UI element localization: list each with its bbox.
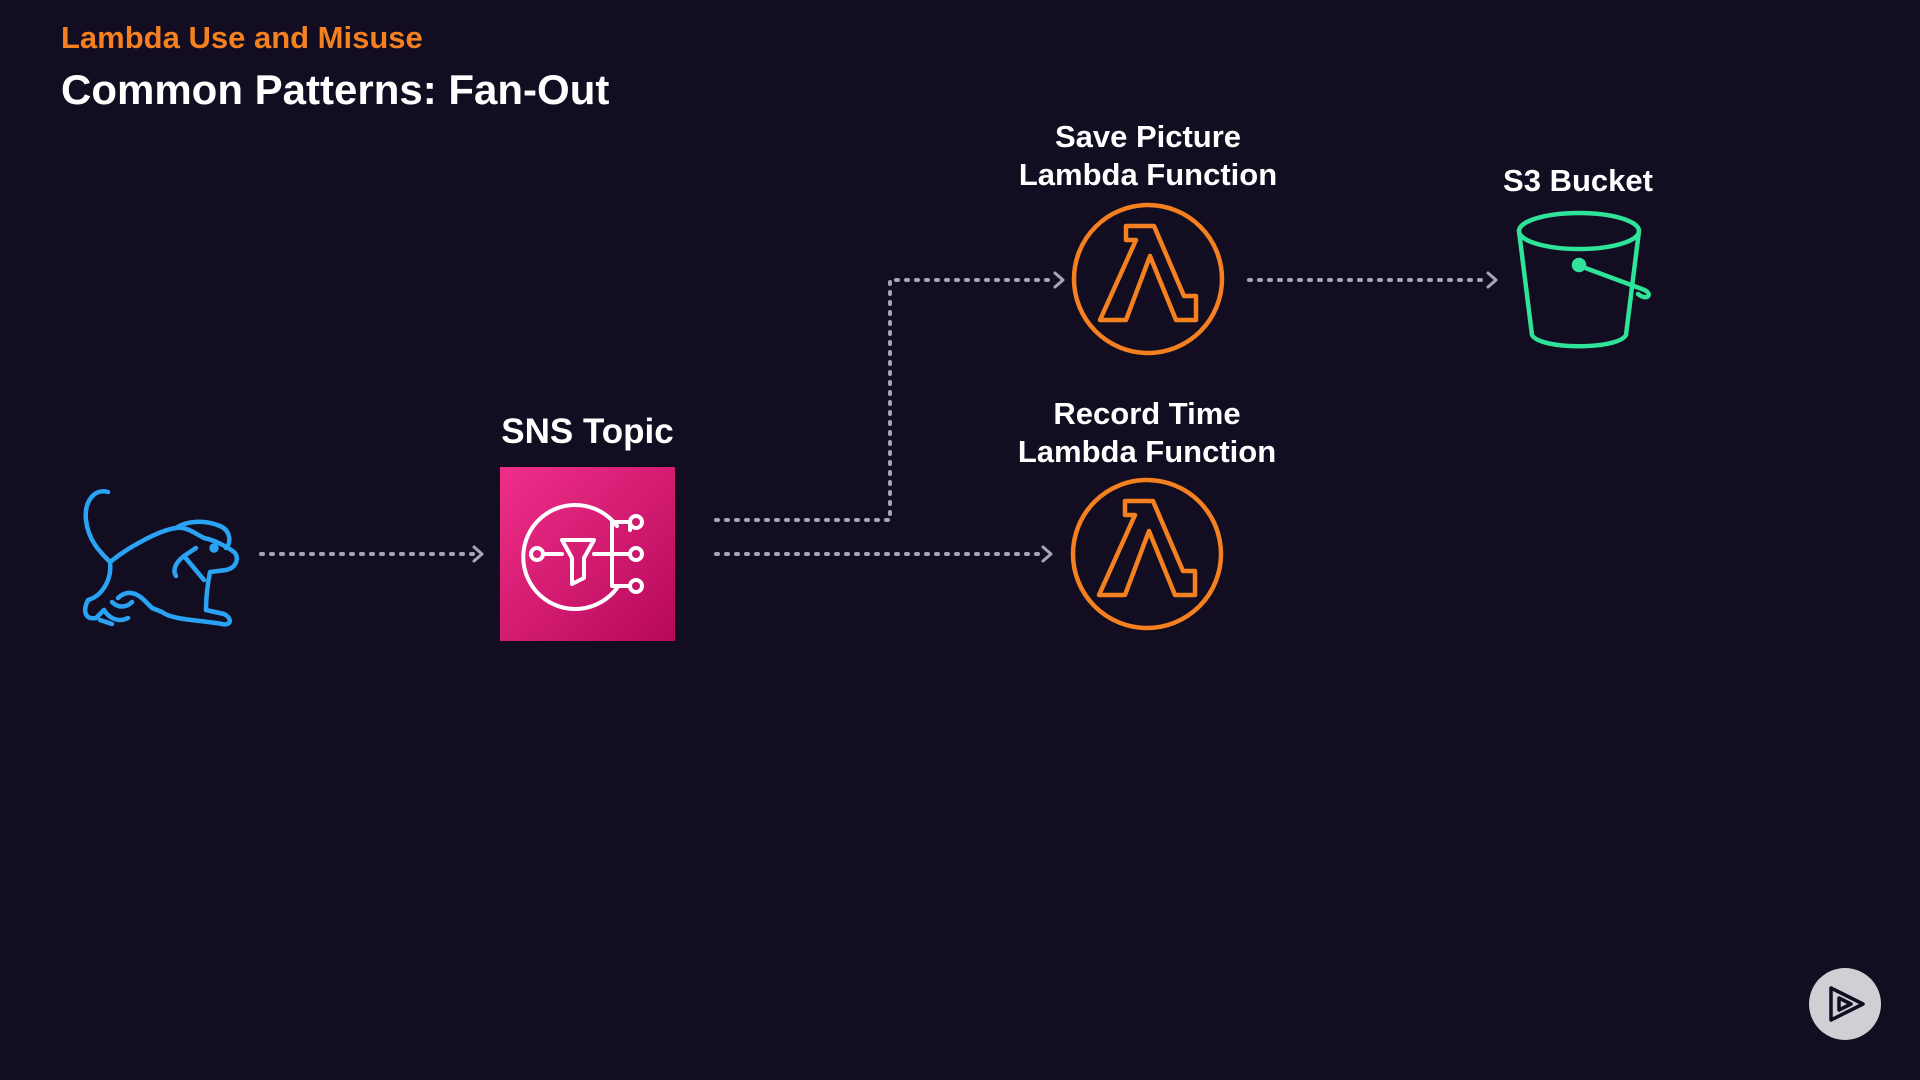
save-picture-label: Save Picture Lambda Function: [988, 118, 1308, 194]
sns-topic-icon: [500, 467, 675, 641]
save-picture-label-line1: Save Picture: [1054, 119, 1242, 154]
connectors: [259, 278, 1490, 556]
sns-topic-label: SNS Topic: [501, 412, 674, 451]
arrowhead-save-picture: [1053, 271, 1065, 289]
save-picture-label-line2: Lambda Function: [1018, 157, 1278, 192]
play-logo-icon: [1829, 986, 1865, 1022]
arrowheads: [472, 271, 1498, 563]
record-time-label-line1: Record Time: [1053, 396, 1241, 431]
slide-title: Common Patterns: Fan-Out: [61, 66, 610, 113]
record-time-label-line2: Lambda Function: [1017, 434, 1277, 469]
s3-bucket-label: S3 Bucket: [1503, 163, 1653, 198]
s3-bucket-icon: [1516, 210, 1651, 349]
course-title: Lambda Use and Misuse: [61, 20, 423, 55]
arrowhead-s3: [1486, 271, 1498, 289]
dog-icon: [83, 489, 239, 627]
connector-sns-to-save-picture: [714, 278, 1057, 522]
play-logo-button[interactable]: [1809, 968, 1881, 1040]
record-time-lambda-icon: [1070, 477, 1224, 631]
arrowhead-record-time: [1041, 545, 1053, 563]
save-picture-lambda-icon: [1071, 202, 1225, 356]
arrowhead-sns: [472, 545, 484, 563]
record-time-label: Record Time Lambda Function: [987, 395, 1307, 471]
